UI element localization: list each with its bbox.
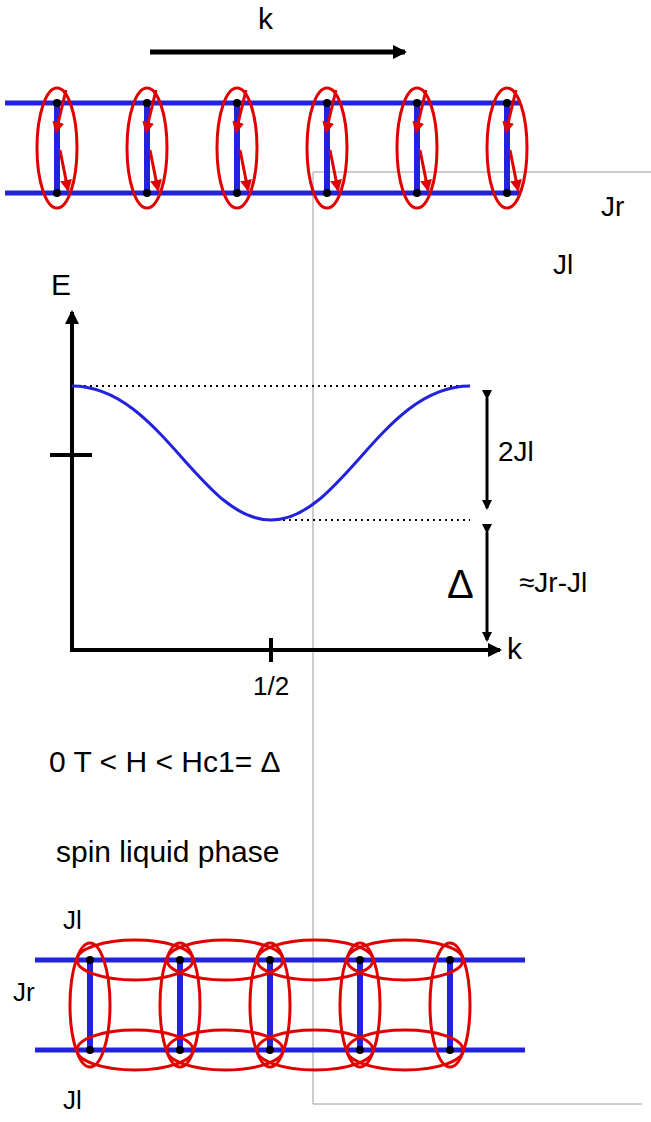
coupling-label: Jr xyxy=(12,978,36,1007)
field-range: 0 T < H < Hc1= Δ xyxy=(48,745,282,778)
tick-label: 1/2 xyxy=(252,672,290,701)
gap-formula: ≈Jr-Jl xyxy=(518,568,588,599)
axis-label: k xyxy=(506,632,523,665)
phase-name: spin liquid phase xyxy=(55,835,281,868)
axis-label: E xyxy=(50,268,72,301)
coupling-label: Jr xyxy=(600,192,625,223)
axis-label: k xyxy=(257,2,274,35)
gap-symbol: Δ xyxy=(446,562,475,606)
coupling-label: Jl xyxy=(552,250,574,281)
coupling-label: Jl xyxy=(62,906,83,935)
coupling-label: Jl xyxy=(62,1086,83,1115)
bandwidth-label: 2Jl xyxy=(497,437,535,468)
